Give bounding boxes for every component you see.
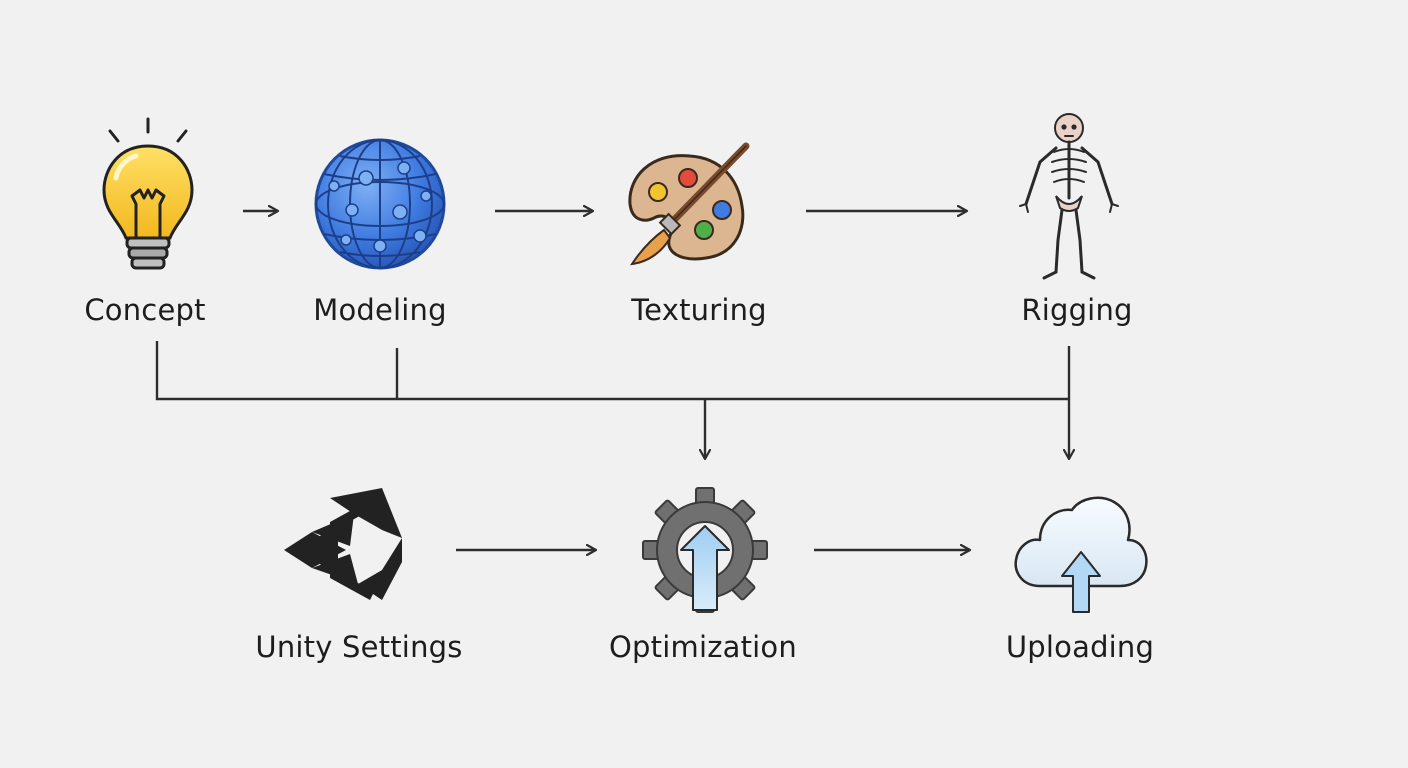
node-label-rigging: Rigging	[1021, 293, 1133, 327]
node-label-uploading: Uploading	[1005, 630, 1155, 664]
node-label-modeling: Modeling	[313, 293, 447, 327]
skeleton-icon	[1019, 113, 1119, 280]
paint-palette-icon	[628, 142, 750, 266]
node-label-texturing: Texturing	[631, 293, 767, 327]
node-label-unity-settings: Unity Settings	[255, 630, 463, 664]
lightbulb-icon	[102, 117, 194, 270]
node-label-concept: Concept	[84, 293, 206, 327]
bus-line	[155, 341, 1069, 401]
gear-upload-icon	[642, 487, 768, 613]
node-label-optimization: Optimization	[609, 630, 797, 664]
unity-logo-icon	[284, 488, 402, 600]
wireframe-globe-icon	[314, 138, 446, 270]
cloud-upload-icon	[1014, 496, 1148, 613]
